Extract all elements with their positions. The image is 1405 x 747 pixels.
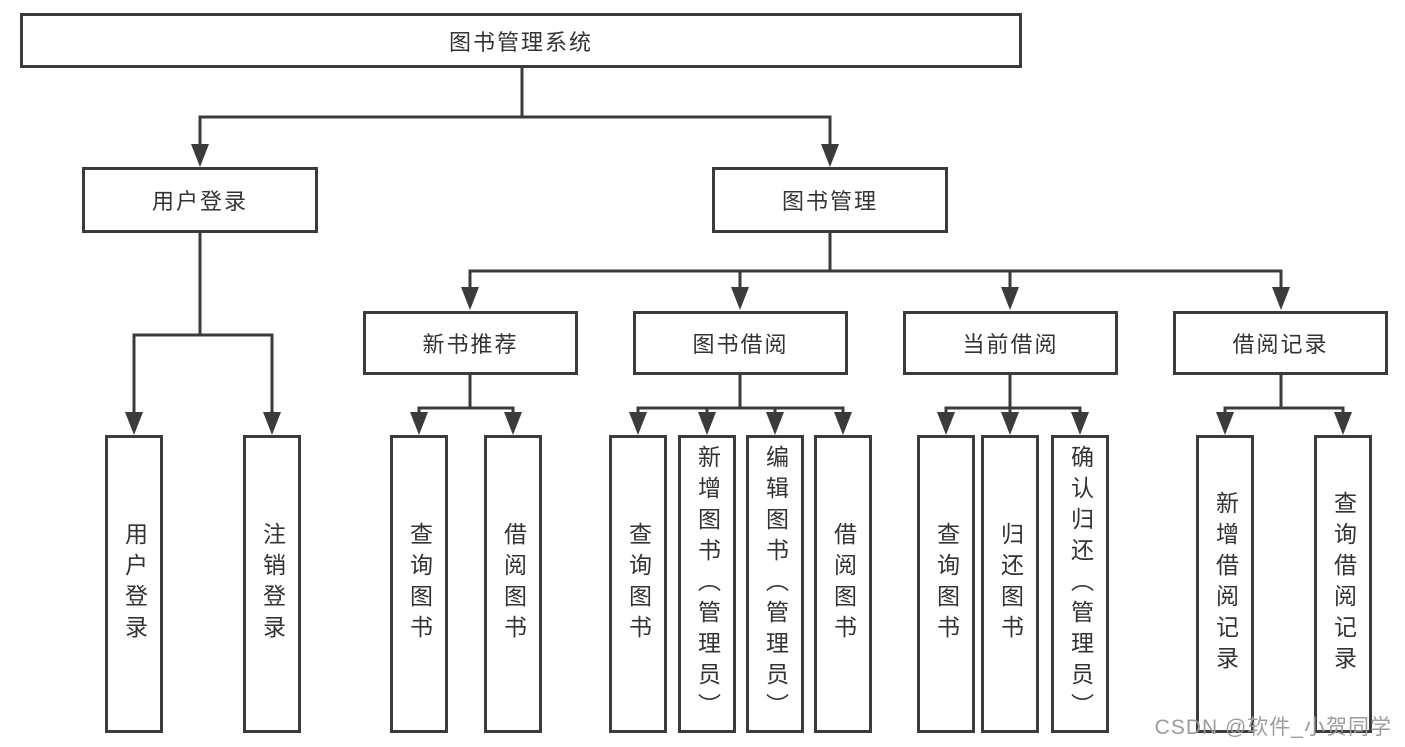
node-label: 用户登录 bbox=[151, 189, 248, 214]
node-leaf-query-borrow-record: 查询借阅记录 bbox=[1314, 435, 1372, 733]
node-label: 查询图书 bbox=[625, 522, 652, 646]
node-leaf-query-books-3: 查询图书 bbox=[917, 435, 975, 733]
node-new-book-recommend: 新书推荐 bbox=[363, 311, 578, 375]
node-label: 图书借阅 bbox=[692, 332, 789, 357]
node-library-management-system: 图书管理系统 bbox=[20, 13, 1022, 68]
node-label: 新书推荐 bbox=[422, 332, 519, 357]
node-label: 图书管理 bbox=[781, 189, 878, 214]
node-user-login: 用户登录 bbox=[82, 167, 318, 233]
node-book-borrow: 图书借阅 bbox=[633, 311, 848, 375]
node-label: 确认归还（管理员） bbox=[1067, 444, 1094, 724]
node-label: 归还图书 bbox=[997, 522, 1024, 646]
node-label: 图书管理系统 bbox=[448, 29, 593, 55]
node-leaf-borrow-books-2: 借阅图书 bbox=[814, 435, 872, 733]
node-leaf-query-books-1: 查询图书 bbox=[390, 435, 448, 733]
node-borrow-record: 借阅记录 bbox=[1173, 311, 1388, 375]
node-label: 查询借阅记录 bbox=[1330, 491, 1357, 677]
node-book-management: 图书管理 bbox=[712, 167, 948, 233]
node-label: 用户登录 bbox=[121, 522, 148, 646]
node-label: 新增图书（管理员） bbox=[694, 444, 721, 724]
node-current-borrow: 当前借阅 bbox=[903, 311, 1118, 375]
node-leaf-add-books-admin: 新增图书（管理员） bbox=[678, 435, 736, 733]
node-leaf-add-borrow-record: 新增借阅记录 bbox=[1196, 435, 1254, 733]
node-leaf-query-books-2: 查询图书 bbox=[609, 435, 667, 733]
node-leaf-borrow-books-1: 借阅图书 bbox=[484, 435, 542, 733]
node-leaf-edit-books-admin: 编辑图书（管理员） bbox=[746, 435, 804, 733]
node-label: 借阅记录 bbox=[1232, 332, 1329, 357]
node-label: 新增借阅记录 bbox=[1212, 491, 1239, 677]
node-label: 查询图书 bbox=[933, 522, 960, 646]
node-label: 查询图书 bbox=[406, 522, 433, 646]
node-label: 借阅图书 bbox=[500, 522, 527, 646]
node-label: 借阅图书 bbox=[830, 522, 857, 646]
node-leaf-logout: 注销登录 bbox=[243, 435, 301, 733]
node-label: 注销登录 bbox=[259, 522, 286, 646]
node-leaf-confirm-return-admin: 确认归还（管理员） bbox=[1051, 435, 1109, 733]
node-leaf-user-login: 用户登录 bbox=[105, 435, 163, 733]
watermark: CSDN @软件_小贺同学 bbox=[1154, 716, 1392, 739]
node-label: 编辑图书（管理员） bbox=[762, 444, 789, 724]
node-leaf-return-books: 归还图书 bbox=[981, 435, 1039, 733]
node-label: 当前借阅 bbox=[962, 332, 1059, 357]
